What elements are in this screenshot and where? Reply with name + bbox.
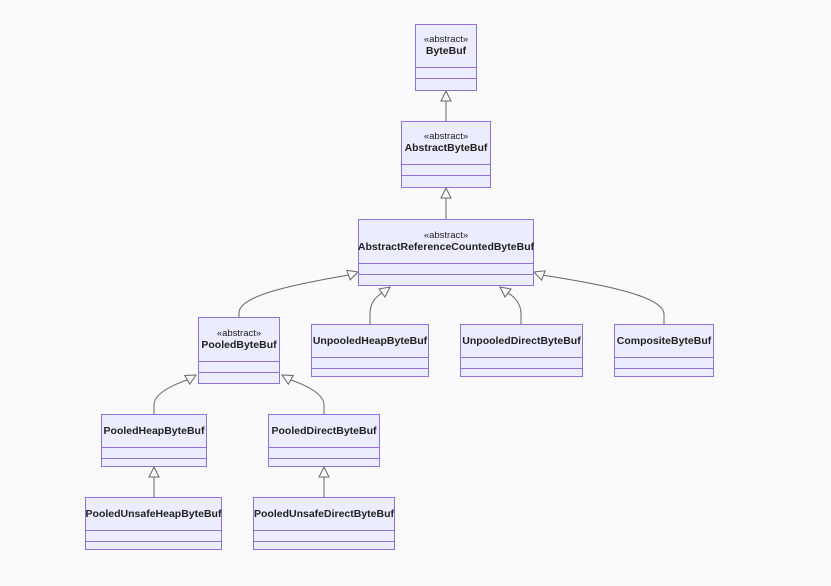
- inheritance-arrowhead: [183, 374, 197, 386]
- class-box: PooledHeapByteBuf: [101, 414, 207, 467]
- inheritance-edge: [440, 89, 452, 121]
- class-stereotype: «abstract»: [423, 131, 469, 142]
- inheritance-arrowhead: [440, 186, 452, 199]
- inheritance-edge: [532, 270, 665, 324]
- class-name: PooledUnsafeDirectByteBuf: [253, 507, 395, 520]
- class-name: UnpooledDirectByteBuf: [462, 334, 581, 347]
- class-header: PooledDirectByteBuf: [269, 415, 379, 447]
- class-box: UnpooledDirectByteBuf: [460, 324, 583, 377]
- inheritance-edge: [318, 465, 330, 497]
- methods-divider: [615, 368, 713, 369]
- class-name: PooledDirectByteBuf: [271, 424, 377, 437]
- inheritance-arrowhead: [346, 269, 360, 281]
- attributes-divider: [416, 67, 476, 68]
- class-header: «abstract»AbstractByteBuf: [402, 122, 490, 164]
- attributes-divider: [461, 357, 582, 358]
- attributes-divider: [615, 357, 713, 358]
- attributes-divider: [102, 447, 206, 448]
- class-header: PooledUnsafeHeapByteBuf: [85, 498, 222, 530]
- methods-divider: [461, 368, 582, 369]
- class-name: AbstractReferenceCountedByteBuf: [357, 240, 535, 253]
- edge-line: [369, 292, 383, 324]
- class-box: CompositeByteBuf: [614, 324, 714, 377]
- inheritance-arrowhead: [532, 270, 546, 282]
- inheritance-edge: [281, 374, 325, 414]
- inheritance-arrowhead: [378, 286, 391, 298]
- class-box: UnpooledHeapByteBuf: [311, 324, 429, 377]
- inheritance-edge: [499, 286, 522, 324]
- class-header: UnpooledHeapByteBuf: [312, 325, 428, 357]
- methods-divider: [269, 458, 379, 459]
- class-box: «abstract»ByteBuf: [415, 24, 477, 91]
- methods-divider: [312, 368, 428, 369]
- class-header: «abstract»PooledByteBuf: [199, 318, 279, 361]
- methods-divider: [102, 458, 206, 459]
- inheritance-edge: [369, 286, 391, 324]
- edge-line: [153, 379, 188, 414]
- class-header: PooledHeapByteBuf: [102, 415, 206, 447]
- inheritance-arrowhead: [440, 89, 452, 102]
- inheritance-edge: [440, 186, 452, 219]
- inheritance-arrowhead: [318, 465, 330, 478]
- class-stereotype: «abstract»: [423, 229, 469, 241]
- class-header: UnpooledDirectByteBuf: [461, 325, 582, 357]
- attributes-divider: [359, 263, 533, 264]
- class-name: PooledByteBuf: [201, 338, 277, 351]
- methods-divider: [254, 541, 394, 542]
- class-header: CompositeByteBuf: [615, 325, 713, 357]
- attributes-divider: [86, 530, 221, 531]
- inheritance-edge: [153, 374, 197, 414]
- class-box: PooledUnsafeHeapByteBuf: [85, 497, 222, 550]
- edge-line: [290, 379, 325, 414]
- inheritance-arrowhead: [281, 374, 295, 386]
- class-stereotype: «abstract»: [423, 34, 469, 45]
- inheritance-arrowhead: [499, 286, 512, 298]
- class-name: PooledHeapByteBuf: [103, 424, 205, 437]
- class-name: AbstractByteBuf: [404, 142, 488, 155]
- edge-line: [507, 292, 522, 324]
- inheritance-edge: [238, 269, 360, 317]
- methods-divider: [402, 175, 490, 176]
- inheritance-edge: [148, 465, 160, 497]
- edge-line: [541, 274, 665, 324]
- class-box: «abstract»AbstractByteBuf: [401, 121, 491, 188]
- attributes-divider: [269, 447, 379, 448]
- methods-divider: [416, 78, 476, 79]
- class-box: «abstract»AbstractReferenceCountedByteBu…: [358, 219, 534, 286]
- inheritance-arrowhead: [148, 465, 160, 478]
- methods-divider: [359, 274, 533, 275]
- class-box: PooledUnsafeDirectByteBuf: [253, 497, 395, 550]
- attributes-divider: [312, 357, 428, 358]
- class-header: PooledUnsafeDirectByteBuf: [254, 498, 394, 530]
- class-name: UnpooledHeapByteBuf: [312, 334, 428, 347]
- attributes-divider: [199, 361, 279, 362]
- attributes-divider: [254, 530, 394, 531]
- class-box: PooledDirectByteBuf: [268, 414, 380, 467]
- class-stereotype: «abstract»: [216, 327, 262, 339]
- methods-divider: [86, 541, 221, 542]
- class-name: PooledUnsafeHeapByteBuf: [85, 507, 222, 520]
- edge-line: [238, 274, 350, 317]
- class-header: «abstract»ByteBuf: [416, 25, 476, 67]
- class-header: «abstract»AbstractReferenceCountedByteBu…: [357, 220, 535, 263]
- class-name: ByteBuf: [425, 45, 467, 58]
- class-name: CompositeByteBuf: [616, 334, 712, 347]
- methods-divider: [199, 372, 279, 373]
- attributes-divider: [402, 164, 490, 165]
- class-box: «abstract»PooledByteBuf: [198, 317, 280, 384]
